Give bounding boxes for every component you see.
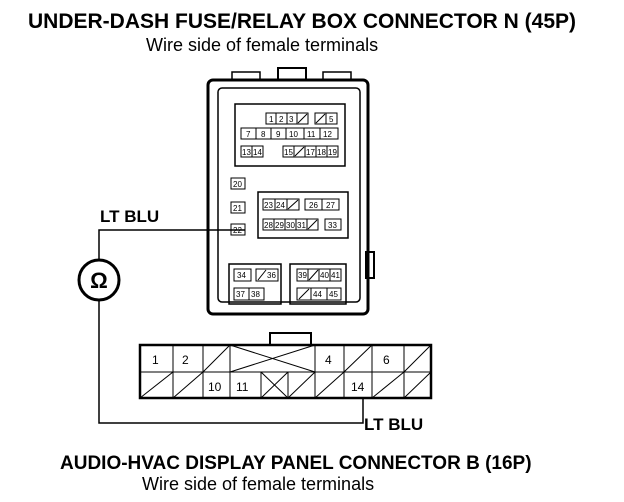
pin-group-43-45: 44 45 bbox=[296, 287, 342, 301]
bottom-connector-subtitle: Wire side of female terminals bbox=[142, 474, 374, 494]
display-pin-2: 2 bbox=[182, 353, 189, 367]
pin-block-lower-right bbox=[289, 263, 347, 305]
fuse-pin-30: 30 bbox=[286, 221, 295, 230]
fuse-pin-21: 21 bbox=[233, 204, 242, 213]
fuse-pin-19: 19 bbox=[328, 148, 337, 157]
fuse-pin-3: 3 bbox=[289, 115, 294, 124]
fuse-pin-35-empty bbox=[257, 269, 267, 281]
fuse-pin-32-empty bbox=[307, 219, 318, 230]
connector-latch-tab bbox=[269, 332, 312, 345]
fuse-pin-11: 11 bbox=[307, 130, 316, 139]
display-pin-16-empty bbox=[403, 371, 432, 399]
wire-top-segment bbox=[98, 229, 245, 260]
bottom-connector-title: AUDIO-HVAC DISPLAY PANEL CONNECTOR B (16… bbox=[60, 453, 532, 474]
wire-label-top: LT BLU bbox=[100, 207, 159, 226]
fuse-pin-14: 14 bbox=[253, 148, 262, 157]
display-pin-14: 14 bbox=[351, 380, 365, 394]
display-pin-7-empty bbox=[403, 344, 432, 373]
fuse-pin-1: 1 bbox=[269, 115, 274, 124]
pin-group-15-19: 15 17 18 19 bbox=[282, 145, 339, 158]
fuse-pin-36: 36 bbox=[267, 271, 276, 280]
pin-group-13-14: 13 14 bbox=[240, 145, 264, 158]
fuse-pin-25-empty bbox=[287, 199, 299, 210]
fuse-pin-8: 8 bbox=[261, 130, 266, 139]
display-pin-13-empty bbox=[287, 371, 316, 399]
pin-group-1-4: 1 2 3 bbox=[265, 112, 309, 125]
pin-group-37-38: 37 38 bbox=[233, 287, 265, 301]
pin-block-top bbox=[234, 103, 346, 167]
fuse-pin-16-empty bbox=[294, 146, 305, 157]
pin-group-34-35: 34 36 bbox=[233, 268, 279, 282]
top-tab-center bbox=[277, 67, 307, 81]
fuse-pin-40: 40 bbox=[320, 271, 329, 280]
display-pin-8-empty bbox=[139, 371, 174, 399]
fuse-pin-26: 26 bbox=[309, 201, 318, 210]
pin-group-33: 33 bbox=[324, 218, 342, 231]
fuse-pin-44: 44 bbox=[313, 290, 322, 299]
fuse-pin-7: 7 bbox=[246, 130, 251, 139]
fuse-pin-43-empty bbox=[298, 288, 310, 300]
fuse-pin-10: 10 bbox=[289, 130, 298, 139]
display-pin-9-empty bbox=[172, 371, 204, 399]
fuse-pin-39: 39 bbox=[298, 271, 307, 280]
fuse-pin-28: 28 bbox=[264, 221, 273, 230]
wire-label-bottom: LT BLU bbox=[364, 415, 423, 434]
pin-group-39-42: 39 40 41 bbox=[296, 268, 342, 282]
fuse-pin-38: 38 bbox=[251, 290, 260, 299]
pin-group-23-25: 23 24 bbox=[262, 198, 300, 211]
fuse-pin-9: 9 bbox=[276, 130, 281, 139]
pin-block-middle bbox=[257, 191, 349, 239]
display-pin-3-empty bbox=[202, 344, 231, 373]
fuse-box-inner-outline bbox=[217, 87, 361, 303]
pin-block-lower-left bbox=[228, 263, 282, 305]
display-pin-10: 10 bbox=[208, 380, 222, 394]
fuse-pin-18: 18 bbox=[317, 148, 326, 157]
ohmmeter-symbol: Ω bbox=[90, 268, 108, 293]
display-pin-5-empty bbox=[343, 344, 373, 373]
display-pin-12-cross-b bbox=[260, 371, 289, 399]
fuse-pin-40-empty bbox=[308, 269, 319, 281]
pin-group-26-27: 26 27 bbox=[304, 198, 340, 211]
pin-column-20-22: 20 21 22 bbox=[230, 177, 246, 236]
fuse-pin-37: 37 bbox=[236, 290, 245, 299]
display-panel-connector: 1 2 4 6 10 11 14 bbox=[138, 332, 433, 400]
fuse-pin-27: 27 bbox=[326, 201, 335, 210]
test-wire-circuit: LT BLU Ω LT BLU bbox=[77, 207, 423, 434]
fuse-pin-31: 31 bbox=[297, 221, 306, 230]
fuse-pin-2: 2 bbox=[279, 115, 284, 124]
display-blank-diag bbox=[314, 371, 345, 399]
fuse-pin-20: 20 bbox=[233, 180, 242, 189]
fuse-pin-6-empty bbox=[315, 113, 326, 124]
wire-bottom-segment bbox=[98, 300, 364, 424]
top-connector-title: UNDER-DASH FUSE/RELAY BOX CONNECTOR N (4… bbox=[28, 10, 576, 33]
fuse-pin-17: 17 bbox=[306, 148, 315, 157]
fuse-pin-12: 12 bbox=[323, 130, 332, 139]
display-pin-6: 6 bbox=[383, 353, 390, 367]
fuse-relay-box-connector: 1 2 3 5 7 8 9 10 11 12 bbox=[206, 67, 375, 316]
fuse-pin-45: 45 bbox=[329, 290, 338, 299]
fuse-pin-15: 15 bbox=[284, 148, 293, 157]
fuse-pin-24: 24 bbox=[276, 201, 285, 210]
display-blank-cross-b bbox=[229, 344, 316, 373]
fuse-pin-34: 34 bbox=[237, 271, 246, 280]
top-connector-subtitle: Wire side of female terminals bbox=[146, 35, 378, 55]
fuse-pin-5: 5 bbox=[329, 115, 334, 124]
fuse-pin-13: 13 bbox=[242, 148, 251, 157]
display-pin-1: 1 bbox=[152, 353, 159, 367]
fuse-pin-4-empty bbox=[297, 113, 308, 124]
fuse-box-outer-housing bbox=[206, 78, 370, 316]
display-pin-15-empty bbox=[371, 371, 405, 399]
pin-row-7-12: 7 8 9 10 11 12 bbox=[240, 127, 339, 140]
display-pin-11: 11 bbox=[236, 380, 249, 394]
pin-group-28-32: 28 29 30 31 bbox=[262, 218, 319, 231]
fuse-pin-23: 23 bbox=[264, 201, 273, 210]
fuse-pin-41: 41 bbox=[331, 271, 340, 280]
fuse-pin-29: 29 bbox=[275, 221, 284, 230]
fuse-box-side-tab bbox=[365, 251, 375, 279]
fuse-pin-33: 33 bbox=[328, 221, 337, 230]
pin-group-5-6: 5 bbox=[314, 112, 338, 125]
display-pin-4: 4 bbox=[325, 353, 332, 367]
